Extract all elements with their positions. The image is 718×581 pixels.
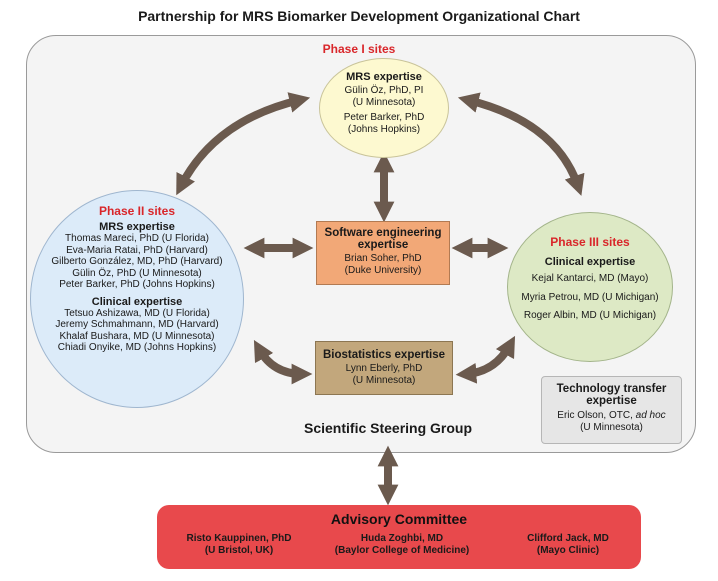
advisory-member: Clifford Jack, MD (Mayo Clinic) xyxy=(502,533,634,557)
advisory-member: Risto Kauppinen, PhD (U Bristol, UK) xyxy=(159,533,319,557)
phase3-sites-circle: Phase III sites Clinical expertise Kejal… xyxy=(507,212,673,362)
advisory-committee-box: Advisory Committee Risto Kauppinen, PhD … xyxy=(157,505,641,569)
software-engineering-box: Software engineering expertise Brian Soh… xyxy=(316,221,450,285)
biostatistics-box: Biostatistics expertise Lynn Eberly, PhD… xyxy=(315,341,453,395)
phase2-mrs-member: Peter Barker, PhD (Johns Hopkins) xyxy=(59,279,215,290)
biostats-member-affiliation: (U Minnesota) xyxy=(352,374,416,386)
advisory-title: Advisory Committee xyxy=(330,511,468,527)
phase2-clinical-member: Jeremy Schmahmann, MD (Harvard) xyxy=(55,319,219,330)
phase2-clinical-section-title: Clinical expertise xyxy=(91,295,183,308)
tech-title-line2: expertise xyxy=(586,395,637,407)
phase1-member-1-affiliation: (U Minnesota) xyxy=(352,96,416,108)
phase1-member-1-name: Gülin Öz, PhD, PI xyxy=(344,85,424,96)
phase3-member: Kejal Kantarci, MD (Mayo) xyxy=(531,273,649,284)
arrow-biostats-phase3 xyxy=(455,335,516,384)
phase2-mrs-member: Gilberto González, MD, PhD (Harvard) xyxy=(51,256,223,267)
tech-title-line1: Technology transfer xyxy=(556,383,667,395)
phase3-section-title: Clinical expertise xyxy=(544,256,636,268)
phase1-section-title: MRS expertise xyxy=(346,71,422,83)
software-member-affiliation: (Duke University) xyxy=(344,264,422,276)
arrow-phase1-phase3 xyxy=(457,92,585,196)
software-title-line2: expertise xyxy=(357,239,409,251)
phase1-sites-circle: MRS expertise Gülin Öz, PhD, PI (U Minne… xyxy=(319,58,449,158)
tech-member-role: ad hoc xyxy=(635,410,666,421)
arrow-phase2-biostats xyxy=(253,339,313,385)
phase2-clinical-member: Tetsuo Ashizawa, MD (U Florida) xyxy=(64,307,210,319)
advisory-member-affiliation: (Baylor College of Medicine) xyxy=(334,545,470,556)
steering-group-label: Scientific Steering Group xyxy=(304,420,473,436)
phase2-mrs-member: Thomas Mareci, PhD (U Florida) xyxy=(65,233,209,244)
software-member-name: Brian Soher, PhD xyxy=(344,253,422,264)
advisory-member-name: Risto Kauppinen, PhD xyxy=(186,533,292,544)
phase2-clinical-member: Chiadi Onyike, MD (Johns Hopkins) xyxy=(57,342,217,353)
phase3-member: Myria Petrou, MD (U Michigan) xyxy=(521,291,659,303)
biostats-title: Biostatistics expertise xyxy=(322,349,446,361)
phase2-clinical-member: Khalaf Bushara, MD (U Minnesota) xyxy=(59,330,215,342)
biostats-member-name: Lynn Eberly, PhD xyxy=(345,363,423,374)
phase3-member: Roger Albin, MD (U Michigan) xyxy=(523,310,657,321)
phase2-mrs-member: Gülin Öz, PhD (U Minnesota) xyxy=(72,267,202,279)
tech-member-name: Eric Olson, OTC, xyxy=(557,410,633,421)
advisory-member: Huda Zoghbi, MD (Baylor College of Medic… xyxy=(317,533,487,557)
advisory-member-name: Clifford Jack, MD xyxy=(527,533,609,544)
phase2-sites-circle: Phase II sites MRS expertise Thomas Mare… xyxy=(30,190,244,408)
software-title-line1: Software engineering xyxy=(324,227,442,239)
phase1-member-2-name: Peter Barker, PhD xyxy=(343,112,425,123)
technology-transfer-box: Technology transfer expertise Eric Olson… xyxy=(541,376,682,444)
phase2-mrs-member: Eva-Maria Ratai, PhD (Harvard) xyxy=(66,244,208,256)
advisory-member-affiliation: (Mayo Clinic) xyxy=(536,545,600,556)
advisory-member-affiliation: (U Bristol, UK) xyxy=(204,545,274,556)
advisory-member-name: Huda Zoghbi, MD xyxy=(360,533,444,544)
phase1-member-2-affiliation: (Johns Hopkins) xyxy=(347,123,421,135)
tech-member-affiliation: (U Minnesota) xyxy=(580,421,643,433)
tech-member-line: Eric Olson, OTC, ad hoc xyxy=(542,410,681,422)
phase3-label: Phase III sites xyxy=(550,235,630,249)
chart-title: Partnership for MRS Biomarker Developmen… xyxy=(138,8,580,24)
phase2-mrs-section-title: MRS expertise xyxy=(99,221,175,233)
arrow-phase1-phase2 xyxy=(176,92,311,196)
phase1-label: Phase I sites xyxy=(322,42,396,56)
phase2-label: Phase II sites xyxy=(98,204,176,218)
